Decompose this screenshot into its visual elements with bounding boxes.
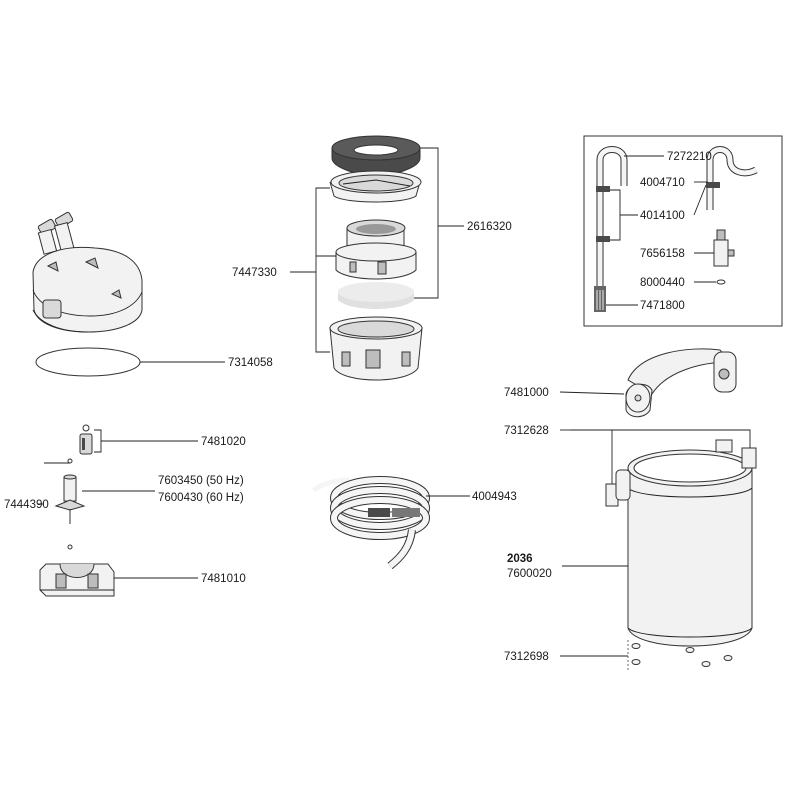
bracket-2616320 (414, 147, 439, 299)
feet-drawing (631, 643, 733, 667)
valve-left (37, 218, 58, 255)
label-7312698: 7312698 (504, 651, 549, 663)
basket-lid-drawing (329, 170, 422, 203)
label-4004710: 4004710 (640, 177, 685, 189)
label-2036: 2036 (507, 553, 533, 565)
impeller-drawing (54, 458, 86, 550)
label-7481020: 7481020 (201, 436, 246, 448)
filter-head-drawing (32, 211, 143, 333)
outflow-tube-drawing (706, 146, 758, 210)
label-7447330: 7447330 (232, 267, 277, 279)
label-7600430: 7600430 (60 Hz) (158, 492, 244, 504)
label-4014100: 4014100 (640, 210, 685, 222)
lower-basket-drawing (329, 316, 423, 381)
label-4004943: 4004943 (472, 491, 517, 503)
leader-7481000 (559, 391, 625, 395)
leader-4014100 (693, 184, 707, 216)
valve-right (53, 211, 75, 254)
intake-tube-drawing (594, 146, 628, 312)
clip-bracket-drawing (625, 348, 737, 418)
label-7471800: 7471800 (640, 300, 685, 312)
upper-basket-drawing (335, 219, 417, 280)
bracket-7447330 (315, 187, 330, 353)
white-pad-drawing (338, 282, 414, 309)
label-7603450: 7603450 (50 Hz) (158, 475, 244, 487)
canister-drawing (605, 439, 757, 647)
label-7600020: 7600020 (507, 568, 552, 580)
label-7656158: 7656158 (640, 248, 685, 260)
label-7314058: 7314058 (228, 357, 273, 369)
label-2616320: 2616320 (467, 221, 512, 233)
label-7481000: 7481000 (504, 387, 549, 399)
sealing-ring-drawing (35, 347, 141, 377)
label-7312628: 7312628 (504, 425, 549, 437)
label-7444390: 7444390 (4, 499, 49, 511)
label-7481010: 7481010 (201, 573, 246, 585)
accessory-box (583, 135, 783, 327)
tap-drawing (713, 229, 735, 285)
impeller-cover-drawing (39, 563, 115, 597)
label-8000440: 8000440 (640, 277, 685, 289)
sponge-ring-drawing (331, 135, 421, 177)
tap-valve-drawing (79, 424, 93, 455)
hose-coil-drawing (312, 476, 430, 570)
label-7272210: 7272210 (667, 151, 712, 163)
